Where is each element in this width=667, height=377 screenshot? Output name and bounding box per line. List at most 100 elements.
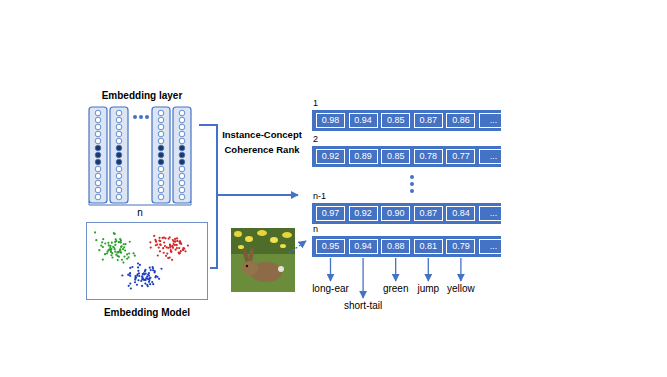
scatter-point — [95, 239, 97, 241]
neuron — [116, 152, 122, 158]
neuron — [179, 152, 185, 158]
scatter-point — [134, 279, 136, 281]
scatter-point — [117, 251, 119, 253]
scatter-point — [159, 250, 161, 252]
score-value: ... — [490, 208, 498, 219]
scatter-point — [111, 256, 113, 258]
score-cell: 0.88 — [381, 239, 410, 254]
scatter-point — [172, 247, 174, 249]
scatter-point — [141, 278, 143, 280]
scatter-point — [163, 241, 165, 243]
score-value: 0.95 — [322, 241, 340, 252]
scatter-point — [98, 249, 100, 251]
score-band: 0.950.940.880.810.79... — [312, 236, 501, 257]
merge-bracket — [199, 125, 217, 268]
scatter-point — [163, 252, 165, 254]
row-index: 1 — [312, 98, 501, 109]
plot-frame — [86, 222, 208, 300]
concept-leaders — [331, 258, 461, 298]
flower — [257, 230, 267, 236]
score-value: 0.92 — [354, 208, 372, 219]
scatter-point — [94, 231, 96, 233]
score-cell: 0.90 — [381, 206, 410, 221]
scatter-point — [128, 252, 130, 254]
scatter-point — [150, 247, 152, 249]
scatter-point — [119, 249, 121, 251]
scatter-point — [151, 281, 153, 283]
score-value: 0.97 — [322, 208, 340, 219]
scatter-point — [148, 272, 150, 274]
scatter-point — [176, 244, 178, 246]
scatter-point — [138, 275, 140, 277]
neuron-column — [173, 107, 191, 203]
neuron — [95, 187, 101, 193]
vertical-ellipsis — [410, 175, 414, 179]
vertical-ellipsis — [410, 182, 414, 186]
neuron — [179, 145, 185, 151]
scatter-point — [134, 255, 136, 257]
neuron — [95, 138, 101, 144]
concept-label: yellow — [447, 283, 475, 295]
scatter-point — [137, 266, 139, 268]
scatter-point — [119, 238, 121, 240]
scatter-point — [174, 249, 176, 251]
scatter-point — [114, 244, 116, 246]
scatter-point — [129, 275, 131, 277]
neuron — [158, 159, 164, 165]
scatter-point — [169, 244, 171, 246]
score-cell: 0.98 — [316, 113, 345, 128]
scatter-point — [158, 246, 160, 248]
scatter-point — [153, 271, 155, 273]
vertical-ellipsis — [410, 189, 414, 193]
scatter-point — [155, 244, 157, 246]
embedding-layer-group: Embedding layer — [80, 90, 204, 102]
scatter-point — [183, 248, 185, 250]
neuron — [116, 180, 122, 186]
concept-label: short-tail — [344, 300, 382, 312]
count-label: n — [137, 207, 143, 219]
scatter-points — [94, 231, 189, 289]
scatter-point — [170, 250, 172, 252]
flower — [245, 236, 253, 242]
ellipsis-dot — [139, 115, 143, 119]
scatter-point — [139, 264, 141, 266]
scatter-point — [178, 247, 180, 249]
flower — [234, 231, 242, 237]
neuron — [95, 180, 101, 186]
scatter-point — [174, 238, 176, 240]
neuron — [95, 173, 101, 179]
scatter-point — [179, 240, 181, 242]
score-cell: ... — [479, 206, 508, 221]
leader-arrow — [460, 258, 461, 281]
neuron — [116, 173, 122, 179]
score-cell: 0.89 — [349, 149, 378, 164]
concept-label: long-ear — [312, 283, 349, 295]
scatter-point — [151, 266, 153, 268]
score-value: 0.85 — [387, 115, 405, 126]
scatter-point — [144, 282, 146, 284]
score-cell: 0.78 — [414, 149, 443, 164]
scatter-point — [152, 283, 154, 285]
scatter-point — [158, 239, 160, 241]
scatter-point — [137, 279, 139, 281]
scatter-point — [157, 254, 159, 256]
row-index: n — [312, 224, 501, 235]
leader-arrow — [362, 258, 363, 298]
neuron — [116, 110, 122, 116]
score-value: ... — [490, 115, 498, 126]
scatter-point — [130, 287, 132, 289]
scatter-point — [176, 237, 178, 239]
scatter-point — [115, 240, 117, 242]
scatter-point — [164, 245, 166, 247]
scatter-point — [135, 277, 137, 279]
scatter-point — [128, 285, 130, 287]
scatter-point — [152, 269, 154, 271]
neuron — [116, 187, 122, 193]
neuron — [95, 117, 101, 123]
scatter-point — [166, 253, 168, 255]
score-value: 0.89 — [354, 151, 372, 162]
scatter-point — [175, 244, 177, 246]
score-value: 0.88 — [387, 241, 405, 252]
